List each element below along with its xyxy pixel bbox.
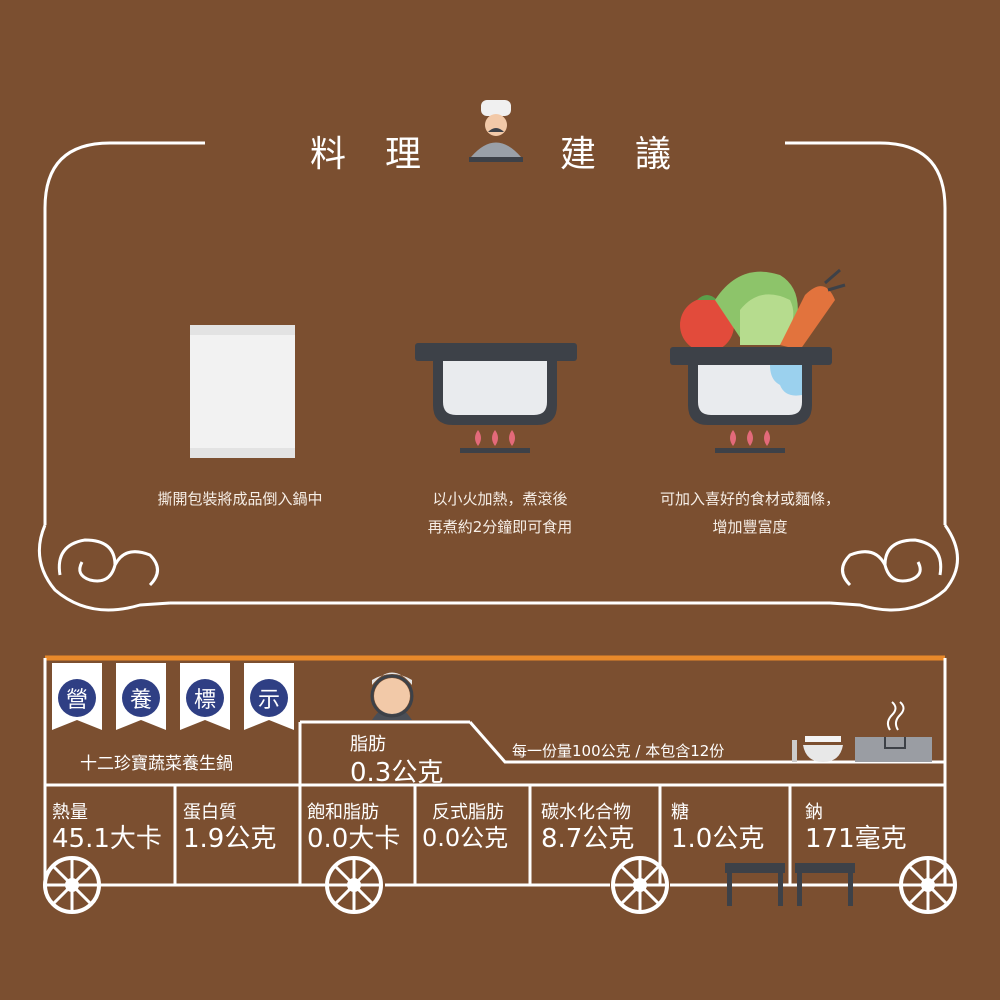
wheel-icon <box>43 856 101 914</box>
nutrient-label: 反式脂肪 <box>432 802 504 823</box>
nutrient-value: 0.0公克 <box>422 824 509 852</box>
cloud-left-icon <box>37 524 171 612</box>
product-name: 十二珍寶蔬菜養生鍋 <box>80 754 233 774</box>
title-char: 建 <box>560 134 597 175</box>
pot-on-flame-icon <box>415 343 577 453</box>
step-caption-line: 可加入喜好的食材或麵條， <box>659 490 840 508</box>
flag-char: 標 <box>186 679 224 717</box>
step-caption: 撕開包裝將成品倒入鍋中 <box>120 485 360 513</box>
flag-char: 示 <box>250 679 288 717</box>
wheel-icon <box>611 856 669 914</box>
chef-icon <box>469 100 523 162</box>
nutrient-value: 45.1大卡 <box>52 824 162 854</box>
nutrient-value: 1.9公克 <box>183 824 277 854</box>
step-caption-line: 撕開包裝將成品倒入鍋中 <box>157 490 323 508</box>
nutrient-label: 糖 <box>671 802 689 823</box>
step-caption-line: 增加豐富度 <box>712 518 788 536</box>
nutrient-value: 8.7公克 <box>541 824 635 854</box>
nutrient-label: 碳水化合物 <box>541 802 631 823</box>
step-caption: 以小火加熱，煮滾後 再煮約2分鐘即可食用 <box>380 485 620 541</box>
fat-value: 0.3公克 <box>350 758 444 788</box>
sauce-packet-icon <box>190 325 295 458</box>
step-caption: 可加入喜好的食材或麵條， 增加豐富度 <box>630 485 870 541</box>
title-char: 議 <box>635 134 672 175</box>
bowls-icon <box>792 736 843 762</box>
nutrient-value: 1.0公克 <box>671 824 765 854</box>
vendor-icon <box>370 672 414 720</box>
nutrient-value: 0.0大卡 <box>307 824 401 854</box>
nutrient-label: 熱量 <box>52 802 88 823</box>
steamer-box-icon <box>855 701 932 762</box>
wheel-icon <box>325 856 383 914</box>
cloud-right-icon <box>829 524 959 612</box>
flag-char: 營 <box>58 679 96 717</box>
step-caption-line: 再煮約2分鐘即可食用 <box>427 518 573 536</box>
nutrition-cart-frame <box>43 655 947 887</box>
step-caption-line: 以小火加熱，煮滾後 <box>432 490 568 508</box>
serving-info: 每一份量100公克 / 本包含12份 <box>512 742 725 760</box>
pot-with-vegetables-icon <box>670 268 846 453</box>
nutrient-label: 鈉 <box>805 802 823 823</box>
title-char: 料 <box>310 134 347 175</box>
nutrient-label: 蛋白質 <box>183 802 237 823</box>
stools-icon <box>725 863 855 906</box>
wheel-icon <box>899 856 957 914</box>
nutrient-value: 171毫克 <box>805 824 907 854</box>
fat-label: 脂肪 <box>350 734 386 755</box>
title-char: 理 <box>385 134 422 175</box>
flag-char: 養 <box>122 679 160 717</box>
nutrient-label: 飽和脂肪 <box>307 802 379 823</box>
